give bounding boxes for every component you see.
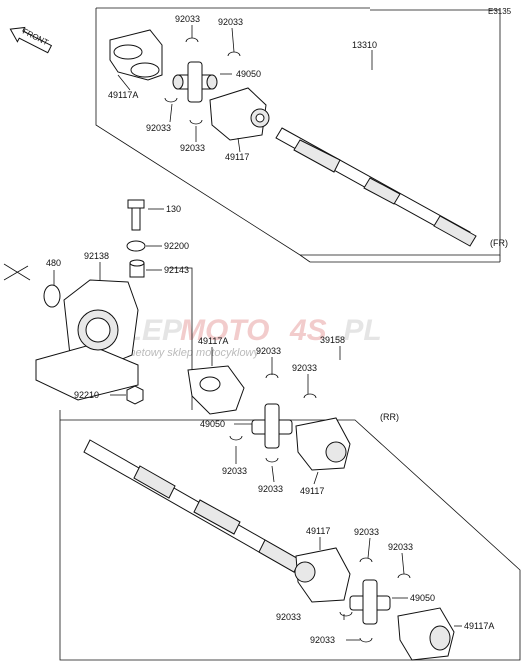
- circlip-92033-d: [189, 119, 203, 125]
- label-92033-8: 92033: [258, 484, 283, 494]
- label-49117a-front: 49117A: [108, 90, 138, 100]
- rear-section-label: (RR): [380, 412, 399, 422]
- circlip-92033-l: [359, 637, 373, 643]
- front-arrow-icon: [9, 26, 53, 54]
- watermark: SKLEP MOTO 4S .PL internetowy sklep moto…: [82, 314, 382, 359]
- drive-shaft-13310: [275, 127, 477, 247]
- circlip-92033-j: [397, 573, 411, 579]
- label-49117-rear-bottom: 49117: [306, 526, 330, 536]
- label-92210: 92210: [74, 390, 99, 400]
- label-130: 130: [166, 204, 181, 214]
- label-92033-5: 92033: [256, 346, 281, 356]
- label-49117a-rear-bottom: 49117A: [464, 621, 494, 631]
- rear-section-outline: [59, 410, 521, 661]
- cross-joint-49050-rear-bottom: [349, 579, 391, 625]
- rear-propeller-shaft: [83, 439, 301, 573]
- label-13310: 13310: [352, 40, 377, 50]
- label-92033-11: 92033: [276, 612, 301, 622]
- label-92033-9: 92033: [354, 527, 379, 537]
- cross-joint-49050-front: [172, 61, 218, 103]
- circlip-92033-h: [265, 457, 279, 463]
- label-39158: 39158: [320, 335, 345, 345]
- label-92033-12: 92033: [310, 635, 335, 645]
- label-92200: 92200: [164, 241, 189, 251]
- circlip-92033-c: [164, 97, 178, 103]
- yoke-49117a-rear-bottom: [397, 607, 455, 661]
- label-92143: 92143: [164, 265, 189, 275]
- label-49117-front: 49117: [225, 152, 249, 162]
- circlip-92033-i: [359, 557, 373, 563]
- front-section-outline: [95, 8, 501, 256]
- label-92033-3: 92033: [146, 123, 171, 133]
- label-49050-front: 49050: [236, 69, 261, 79]
- label-92033-6: 92033: [292, 363, 317, 373]
- watermark-subtitle: internetowy sklep motocyklowy: [108, 347, 261, 359]
- leader-lines: [53, 25, 462, 641]
- watermark-text-2: MOTO: [180, 314, 269, 347]
- circlip-92033-f: [303, 393, 317, 399]
- nut-92210: [126, 385, 144, 405]
- yoke-49117-rear-top: [295, 417, 351, 471]
- label-92138: 92138: [84, 251, 109, 261]
- label-480: 480: [46, 258, 61, 268]
- label-92033-1: 92033: [175, 14, 200, 24]
- circlip-92033-k: [339, 611, 353, 617]
- label-49050-rear-top: 49050: [200, 419, 225, 429]
- watermark-text-3: 4S: [289, 314, 327, 347]
- label-92033-2: 92033: [218, 17, 243, 27]
- watermark-text-4: .PL: [335, 314, 382, 347]
- collar-92143: [129, 259, 145, 278]
- cross-joint-49050-rear-top: [251, 403, 293, 449]
- label-49117a-rear-top: 49117A: [198, 336, 228, 346]
- label-92033-10: 92033: [388, 542, 413, 552]
- bolt-130: [127, 199, 145, 231]
- label-49050-rear-bottom: 49050: [410, 593, 435, 603]
- yoke-49117-rear-bottom: [294, 547, 351, 603]
- bearing-housing-92138: [35, 279, 139, 401]
- washer-92200: [126, 240, 146, 252]
- front-section-label: (FR): [490, 238, 508, 248]
- label-92033-7: 92033: [222, 466, 247, 476]
- yoke-49117a-rear-top: [187, 365, 245, 415]
- circlip-92033-b: [227, 51, 241, 57]
- yoke-49117-front: [209, 87, 270, 141]
- circlip-92033-a: [185, 37, 199, 43]
- label-49117-rear-top: 49117: [300, 486, 324, 496]
- circlip-480: [43, 284, 61, 308]
- circlip-92033-g: [229, 435, 243, 441]
- yoke-49117a-front: [109, 29, 163, 81]
- label-92033-4: 92033: [180, 143, 205, 153]
